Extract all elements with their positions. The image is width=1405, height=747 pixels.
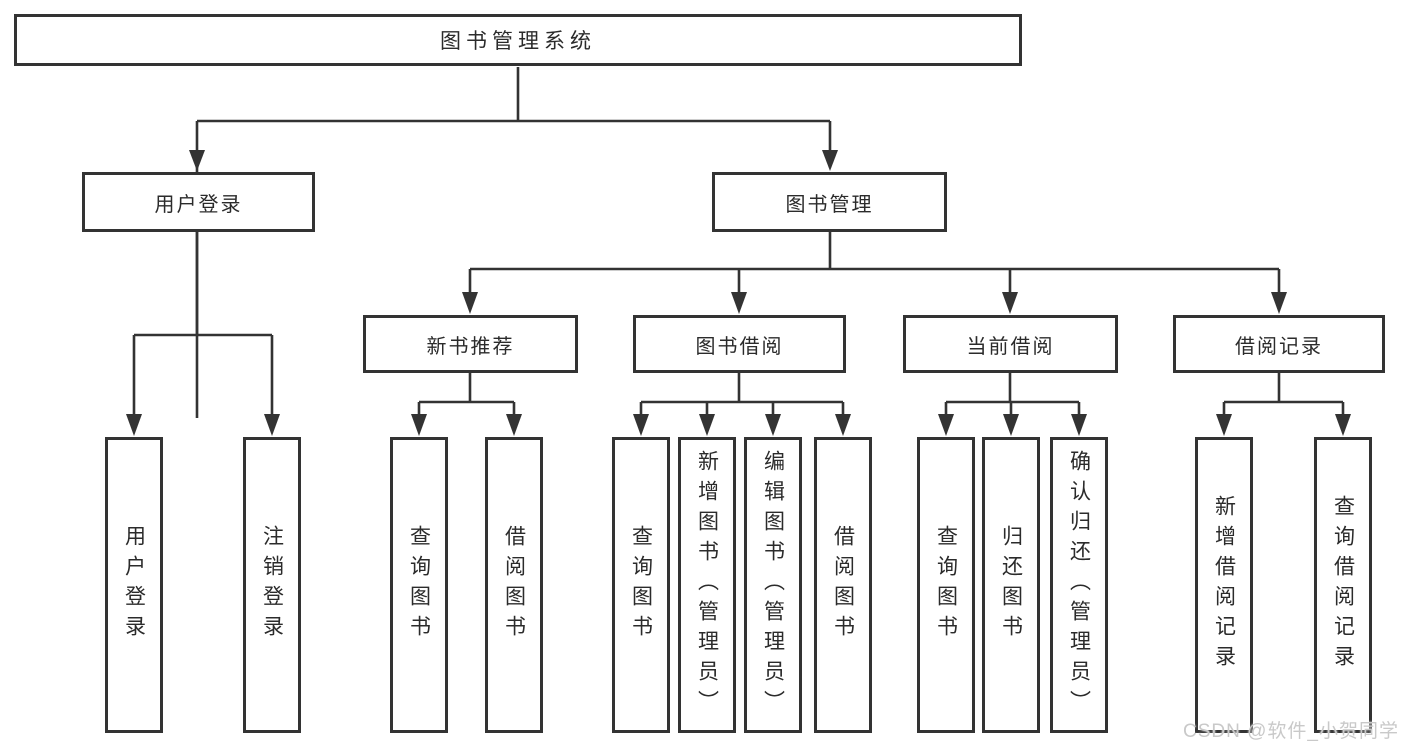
- leaf-borrow-books-borrowing: 借阅图书: [814, 437, 872, 733]
- edge-records-to-leaves: [1222, 372, 1345, 420]
- arrow-down-icon: [1335, 414, 1351, 436]
- leaf-edit-books-admin: 编辑图书（管理员）: [744, 437, 802, 733]
- arrow-down-icon: [1271, 292, 1287, 314]
- leaf-add-borrow-record: 新增借阅记录: [1195, 437, 1253, 733]
- leaf-query-books-recommend: 查询图书: [390, 437, 448, 733]
- node-label: 借阅记录: [1235, 335, 1323, 358]
- leaf-confirm-return-admin: 确认归还（管理员）: [1050, 437, 1108, 733]
- node-label: 图书管理系统: [440, 30, 596, 53]
- watermark: CSDN @软件_小贺同学: [1183, 721, 1399, 742]
- arrow-down-icon: [731, 292, 747, 314]
- leaf-user-login: 用户登录: [105, 437, 163, 733]
- arrow-down-icon: [765, 414, 781, 436]
- arrow-down-icon: [1003, 414, 1019, 436]
- leaf-query-books-current: 查询图书: [917, 437, 975, 733]
- arrow-down-icon: [411, 414, 427, 436]
- edge-bookmgmt-to-level2: [468, 231, 1281, 300]
- arrow-down-icon: [126, 414, 142, 436]
- node-user-login: 用户登录: [82, 172, 315, 232]
- leaf-label: 注销登录: [260, 525, 284, 645]
- leaf-label: 新增图书（管理员）: [695, 450, 719, 720]
- node-label: 当前借阅: [966, 335, 1055, 358]
- leaf-label: 借阅图书: [831, 525, 855, 645]
- arrow-down-icon: [264, 414, 280, 436]
- node-label: 图书管理: [785, 193, 874, 216]
- arrow-down-icon: [1071, 414, 1087, 436]
- edge-root-to-level1: [195, 67, 832, 418]
- leaf-label: 确认归还（管理员）: [1067, 450, 1091, 720]
- node-new-book-recommendation: 新书推荐: [363, 315, 578, 373]
- leaf-borrow-books-recommend: 借阅图书: [485, 437, 543, 733]
- node-current-borrowing: 当前借阅: [903, 315, 1118, 373]
- edge-recommend-to-leaves: [417, 372, 516, 420]
- leaf-label: 查询借阅记录: [1331, 495, 1355, 675]
- arrow-heads: [126, 150, 1351, 436]
- leaf-label: 查询图书: [407, 525, 431, 645]
- arrow-down-icon: [699, 414, 715, 436]
- arrow-down-icon: [506, 414, 522, 436]
- leaf-label: 新增借阅记录: [1212, 495, 1236, 675]
- arrow-down-icon: [633, 414, 649, 436]
- edge-borrowing-to-leaves: [639, 372, 845, 420]
- leaf-query-borrow-record: 查询借阅记录: [1314, 437, 1372, 733]
- arrow-down-icon: [1002, 292, 1018, 314]
- arrow-down-icon: [189, 150, 205, 171]
- leaf-query-books-borrowing: 查询图书: [612, 437, 670, 733]
- node-book-management: 图书管理: [712, 172, 947, 232]
- node-label: 新书推荐: [426, 335, 515, 358]
- arrow-down-icon: [1216, 414, 1232, 436]
- leaf-logout: 注销登录: [243, 437, 301, 733]
- arrow-down-icon: [462, 292, 478, 314]
- edge-userlogin-to-leaves: [132, 231, 274, 420]
- arrow-down-icon: [938, 414, 954, 436]
- leaf-label: 查询图书: [629, 525, 653, 645]
- edge-current-to-leaves: [944, 372, 1081, 420]
- arrow-down-icon: [822, 150, 838, 171]
- leaf-label: 编辑图书（管理员）: [761, 450, 785, 720]
- node-label: 用户登录: [154, 193, 243, 216]
- leaf-label: 借阅图书: [502, 525, 526, 645]
- node-label: 图书借阅: [695, 335, 784, 358]
- arrow-down-icon: [835, 414, 851, 436]
- node-library-system: 图书管理系统: [14, 14, 1022, 66]
- leaf-label: 用户登录: [122, 525, 146, 645]
- tree-edges: [132, 67, 1345, 420]
- node-book-borrowing: 图书借阅: [633, 315, 846, 373]
- node-borrowing-records: 借阅记录: [1173, 315, 1385, 373]
- leaf-label: 查询图书: [934, 525, 958, 645]
- leaf-label: 归还图书: [999, 525, 1023, 645]
- leaf-add-books-admin: 新增图书（管理员）: [678, 437, 736, 733]
- leaf-return-books: 归还图书: [982, 437, 1040, 733]
